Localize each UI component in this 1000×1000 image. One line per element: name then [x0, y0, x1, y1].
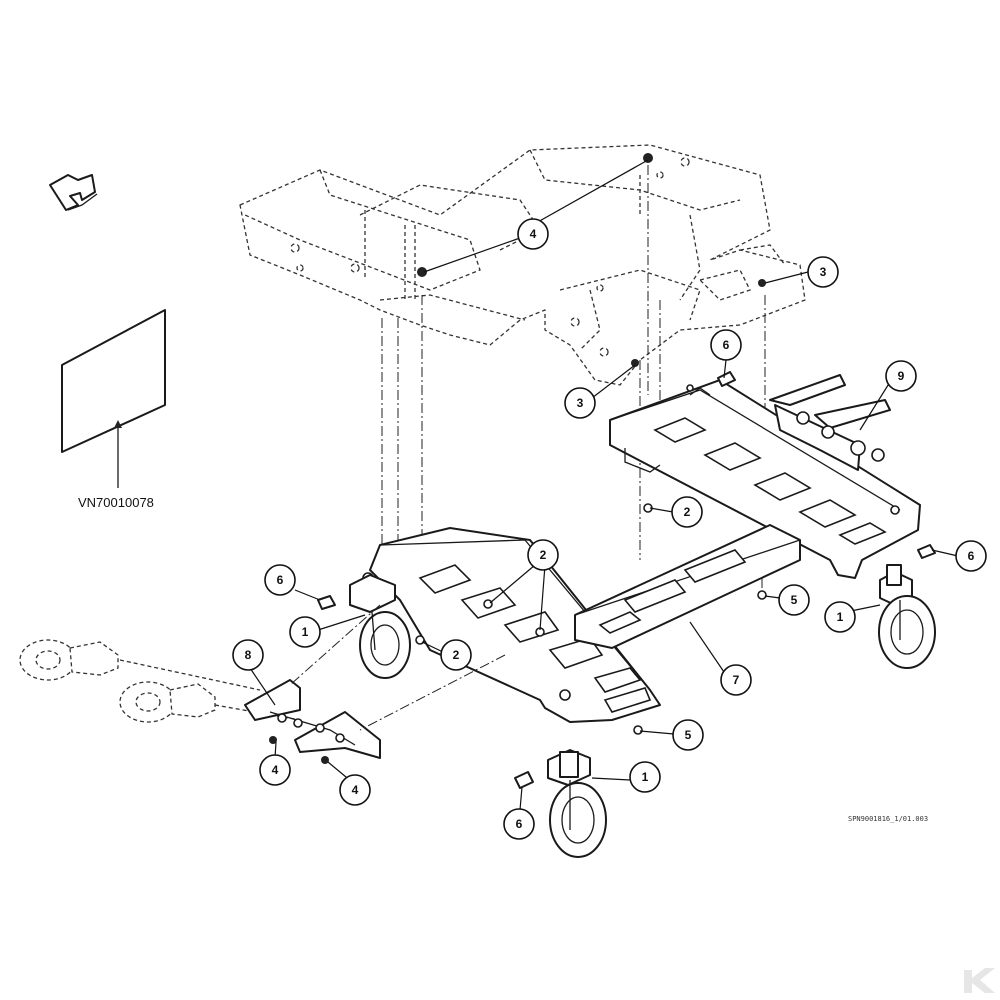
- callout-2-upper: 2: [671, 496, 703, 528]
- caster-wheel-rear-right: [878, 564, 936, 669]
- direction-arrow-icon: [49, 174, 98, 211]
- callout-label: 6: [516, 817, 523, 831]
- callout-label: 4: [272, 763, 279, 777]
- callout-6-right: 6: [955, 540, 987, 572]
- callout-label: 2: [684, 505, 691, 519]
- callout-label: 3: [820, 265, 827, 279]
- callout-label: 9: [898, 369, 905, 383]
- callout-4-top: 4: [517, 218, 549, 250]
- wheel-guard-bracket: [244, 679, 381, 759]
- callout-label: 1: [302, 625, 309, 639]
- rear-cross-frame: [609, 379, 921, 579]
- callout-label: 6: [723, 338, 730, 352]
- callout-4-lower: 4: [339, 774, 371, 806]
- callout-3-upper-right: 3: [807, 256, 839, 288]
- callout-1-right: 1: [824, 601, 856, 633]
- callout-1-left: 1: [289, 616, 321, 648]
- callout-3-middle: 3: [564, 387, 596, 419]
- callout-label: 4: [530, 227, 537, 241]
- document-sheet-icon: [61, 309, 166, 488]
- watermark-logo: [964, 968, 995, 993]
- callout-label: 2: [540, 548, 547, 562]
- longitudinal-beam: [574, 524, 801, 649]
- callout-label: 6: [968, 549, 975, 563]
- callout-8: 8: [232, 639, 264, 671]
- callout-6-left: 6: [264, 564, 296, 596]
- callout-2-middle: 2: [527, 539, 559, 571]
- callout-7: 7: [720, 664, 752, 696]
- callout-9: 9: [885, 360, 917, 392]
- callout-label: 5: [685, 728, 692, 742]
- callout-2-lower: 2: [440, 639, 472, 671]
- callout-5-upper: 5: [778, 584, 810, 616]
- document-reference-label: VN70010078: [78, 495, 154, 510]
- callout-label: 1: [837, 610, 844, 624]
- callout-label: 4: [352, 783, 359, 797]
- hitch-bracket: [769, 374, 891, 471]
- callout-1-bottom: 1: [629, 761, 661, 793]
- callout-label: 1: [642, 770, 649, 784]
- callout-label: 6: [277, 573, 284, 587]
- front-main-frame: [362, 527, 661, 723]
- callout-label: 5: [791, 593, 798, 607]
- caster-wheel-front-left: [349, 574, 411, 679]
- callout-6-bottom: 6: [503, 808, 535, 840]
- callout-label: 7: [733, 673, 740, 687]
- assembly-guide-lines: [381, 165, 766, 640]
- callout-6-upper: 6: [710, 329, 742, 361]
- caster-wheel-alternate-1: [19, 639, 261, 691]
- callout-label: 3: [577, 396, 584, 410]
- leader-lines: [247, 159, 959, 811]
- drawing-code-label: SPN9001816_1/01.003: [848, 815, 928, 823]
- caster-wheel-front-right: [547, 749, 607, 858]
- callout-label: 8: [245, 648, 252, 662]
- callout-5-lower: 5: [672, 719, 704, 751]
- fasteners: [269, 153, 936, 789]
- alignment-lines: [289, 604, 506, 731]
- callout-label: 2: [453, 648, 460, 662]
- callout-4-left: 4: [259, 754, 291, 786]
